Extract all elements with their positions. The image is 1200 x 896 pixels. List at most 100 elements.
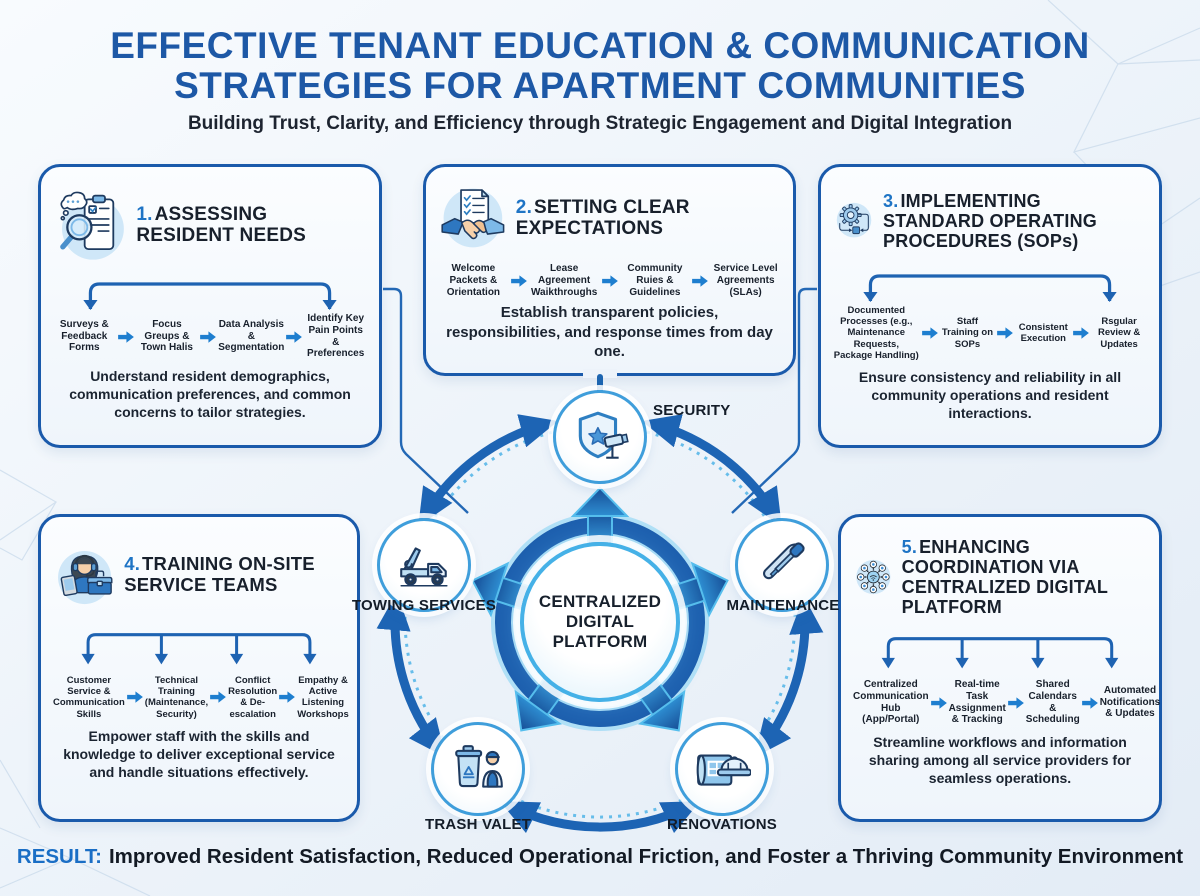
handshake-checklist-icon	[441, 188, 505, 248]
multi-drop-arrow-bracket-icon	[81, 633, 317, 665]
network-hub-icon	[856, 559, 891, 595]
trash-valet-label: TRASH VALET	[424, 816, 532, 833]
renovations-label: RENOVATIONS	[667, 816, 777, 833]
card4-number: 4.	[124, 553, 141, 575]
page-subtitle: Building Trust, Clarity, and Efficiency …	[187, 113, 1013, 134]
card1-step-2: Focus Greups & Town Halis	[140, 318, 193, 354]
security-label: SECURITY	[653, 402, 731, 419]
card-assessing-resident-needs: 1.ASSESSING RESIDENT NEEDS Surveys & Fee…	[38, 164, 382, 448]
card5-step-4: Automated Notifications & Updates	[1099, 684, 1161, 720]
arrow-maintenance-renovations	[754, 596, 824, 758]
card4-step-2: Technical Training (Maintenance, Securit…	[144, 675, 209, 720]
hub-label-line1: CENTRALIZED	[538, 591, 662, 611]
card1-steps: Surveys & Feedback Forms Focus Greups & …	[53, 313, 367, 360]
card2-title-text: SETTING CLEAR EXPECTATIONS	[515, 196, 690, 239]
arrow-towing-security	[418, 414, 559, 527]
card2-header: 2.SETTING CLEAR EXPECTATIONS	[438, 175, 781, 261]
card3-step-4: Rsgular Review & Updates	[1097, 316, 1141, 350]
arrow-security-maintenance	[641, 414, 782, 527]
flow-arrow-icon	[126, 691, 143, 704]
flow-arrow-icon	[997, 327, 1014, 339]
blueprint-hardhat-icon	[696, 754, 751, 786]
flow-arrow-icon	[601, 275, 618, 287]
multi-drop-arrow-bracket-icon	[881, 637, 1119, 669]
result-text: Improved Resident Satisfaction, Reduced …	[108, 845, 1184, 868]
card1-step-4: Identify Key Pain Points & Preferences	[307, 313, 365, 360]
wrench-screwdriver-icon	[763, 542, 805, 580]
satellite-trash-valet	[431, 722, 525, 816]
card2-step-2: Lease Agreement Waikthroughs	[530, 263, 598, 298]
card3-number: 3.	[883, 190, 899, 211]
card2-step-4: Service Level Agreements (SLAs)	[713, 263, 778, 298]
card2-number: 2.	[515, 196, 533, 218]
flow-arrow-icon	[117, 330, 134, 343]
card-implementing-sops: 3.IMPLEMENTING STANDARD OPERATING PROCED…	[818, 164, 1162, 448]
card3-step-3: Consistent Execution	[1018, 321, 1068, 344]
card-enhancing-coordination: 5.ENHANCING COORDINATION VIA CENTRALIZED…	[838, 514, 1162, 822]
flow-arrow-icon	[510, 275, 527, 287]
card1-description: Understand resident demographics, commun…	[69, 368, 351, 420]
card5-steps: Centralized Communication Hub (App/Porta…	[853, 679, 1160, 726]
card3-header: 3.IMPLEMENTING STANDARD OPERATING PROCED…	[833, 175, 1147, 267]
flow-arrow-icon	[921, 327, 938, 339]
satellite-security	[553, 390, 647, 484]
support-agent-toolbox-icon	[58, 550, 113, 605]
flow-arrow-icon	[210, 691, 227, 704]
card4-step-3: Conflict Resolution & De-escalation	[228, 675, 278, 720]
card5-title-text: ENHANCING COORDINATION VIA CENTRALIZED D…	[901, 536, 1108, 618]
flow-arrow-icon	[1007, 696, 1024, 709]
gear-process-icon	[836, 202, 872, 238]
trash-bin-valet-icon	[455, 745, 503, 788]
page-title: EFFECTIVE TENANT EDUCATION & COMMUNICATI…	[0, 26, 1200, 106]
card-setting-clear-expectations: 2.SETTING CLEAR EXPECTATIONS Welcome Pac…	[423, 164, 796, 376]
card3-title: 3.IMPLEMENTING STANDARD OPERATING PROCED…	[883, 191, 1147, 251]
card5-header: 5.ENHANCING COORDINATION VIA CENTRALIZED…	[853, 525, 1147, 629]
card-training-service-teams: 4.TRAINING ON-SITE SERVICE TEAMS Custome…	[38, 514, 360, 822]
card2-steps: Welcome Packets & Orientation Lease Agre…	[438, 263, 781, 298]
flow-arrow-icon	[1073, 327, 1090, 339]
result-line: RESULT: Improved Resident Satisfaction, R…	[0, 845, 1200, 869]
towing-services-label: TOWING SERVICES	[351, 597, 497, 614]
card3-step-2: Staff Training on SOPs	[941, 316, 994, 350]
card5-step-1: Centralized Communication Hub (App/Porta…	[853, 679, 929, 726]
card4-title-text: TRAINING ON-SITE SERVICE TEAMS	[124, 553, 315, 595]
flow-arrow-icon	[200, 330, 217, 343]
hub-label-line2: DIGITAL	[565, 611, 635, 631]
satellite-renovations	[675, 722, 769, 816]
card3-description: Ensure consistency and reliability in al…	[858, 369, 1122, 421]
card5-number: 5.	[901, 536, 918, 557]
card1-header: 1.ASSESSING RESIDENT NEEDS	[53, 175, 367, 275]
card3-title-text: IMPLEMENTING STANDARD OPERATING PROCEDUR…	[883, 190, 1097, 252]
card4-title: 4.TRAINING ON-SITE SERVICE TEAMS	[124, 553, 345, 595]
card5-title: 5.ENHANCING COORDINATION VIA CENTRALIZED…	[902, 537, 1147, 618]
card2-step-3: Community Ruies & Guidelines	[627, 263, 683, 298]
card2-connector-stub	[597, 374, 603, 396]
flow-arrow-icon	[930, 696, 947, 709]
card1-step-3: Data Analysis & Segmentation	[218, 318, 285, 354]
card1-title-text: ASSESSING RESIDENT NEEDS	[136, 203, 306, 246]
maintenance-label: MAINTENANCE	[726, 597, 840, 614]
flow-arrow-icon	[286, 330, 303, 343]
card5-description: Streamline workflows and information sha…	[868, 734, 1132, 786]
result-label: RESULT:	[16, 845, 102, 868]
card4-step-1: Customer Service & Communication Skills	[53, 675, 125, 720]
card4-step-4: Empathy & Active Listening Workshops	[297, 675, 349, 720]
flow-arrow-icon	[1081, 696, 1098, 709]
card1-number: 1.	[136, 203, 153, 225]
flow-arrow-icon	[692, 275, 709, 287]
span-arrow-bracket-icon	[83, 282, 337, 310]
shield-camera-icon	[578, 411, 629, 459]
card2-description: Establish transparent policies, responsi…	[446, 304, 773, 360]
span-arrow-bracket-icon	[863, 274, 1117, 302]
card1-title: 1.ASSESSING RESIDENT NEEDS	[136, 204, 367, 247]
card2-title: 2.SETTING CLEAR EXPECTATIONS	[516, 197, 781, 240]
hub-centralized-digital-platform: CENTRALIZED DIGITAL PLATFORM	[520, 542, 680, 702]
magnifier-clipboard-icon	[60, 191, 124, 260]
card1-step-1: Surveys & Feedback Forms	[59, 318, 109, 354]
card2-border-gap	[583, 369, 617, 378]
card4-description: Empower staff with the skills and knowle…	[63, 727, 335, 780]
tow-truck-icon	[400, 547, 448, 587]
card5-step-2: Real-time Task Assignment & Tracking	[948, 679, 1006, 726]
card5-step-3: Shared Calendars & Scheduling	[1025, 679, 1080, 726]
arrow-trash-towing	[376, 592, 446, 758]
